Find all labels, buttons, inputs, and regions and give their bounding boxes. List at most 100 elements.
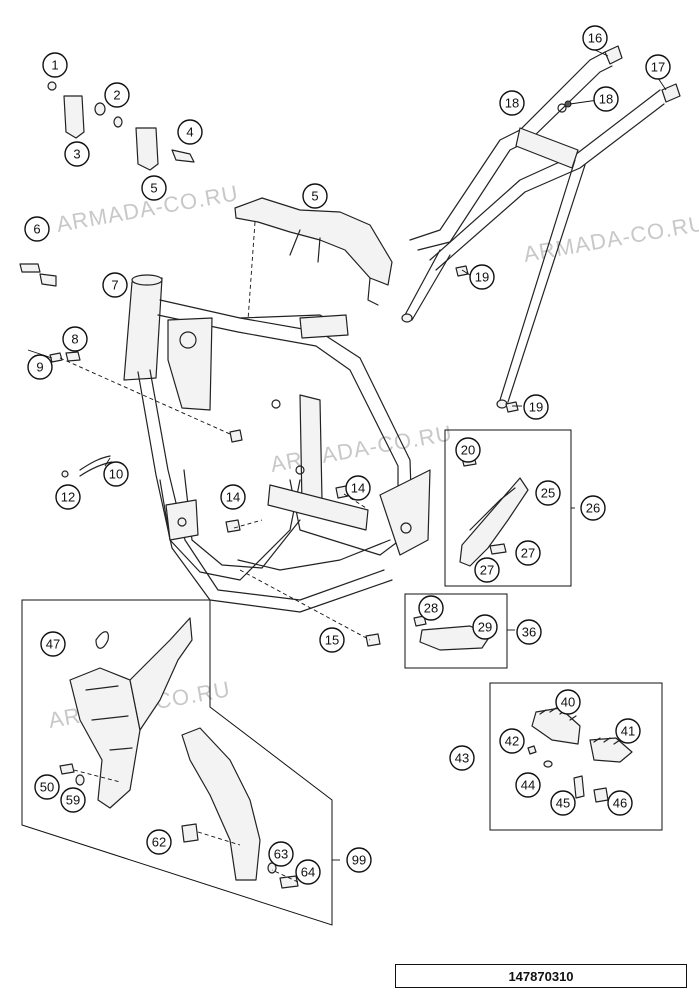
plug-4	[604, 45, 623, 65]
group-box-64	[404, 593, 508, 669]
svg-text:27: 27	[480, 563, 494, 578]
svg-text:9: 9	[36, 360, 43, 375]
svg-text:42: 42	[505, 734, 519, 749]
callout-6: 6	[24, 216, 50, 242]
callout-17: 47	[40, 631, 66, 657]
callout-10: 2	[104, 82, 130, 108]
svg-text:20: 20	[461, 443, 475, 458]
callout-29: 27	[474, 557, 500, 583]
svg-text:1: 1	[51, 58, 58, 73]
callout-2: 18	[499, 90, 525, 116]
callout-5: 5	[141, 175, 167, 201]
callout-27: 20	[455, 437, 481, 463]
callout-9: 8	[62, 326, 88, 352]
svg-text:17: 17	[651, 60, 665, 75]
callout-5: 3	[64, 141, 90, 167]
plug-3	[661, 83, 681, 103]
svg-text:47: 47	[46, 637, 60, 652]
callout-3: 17	[645, 54, 671, 80]
svg-text:27: 27	[521, 546, 535, 561]
svg-text:19: 19	[529, 400, 543, 415]
watermark: ARMADA-CO.RU	[522, 210, 699, 267]
callout-46: 12	[55, 484, 81, 510]
callout-50: 25	[535, 480, 561, 506]
svg-text:18: 18	[505, 96, 519, 111]
svg-text:36: 36	[522, 625, 536, 640]
svg-text:59: 59	[66, 793, 80, 808]
callout-42: 45	[550, 790, 576, 816]
callout-45: 43	[449, 745, 475, 771]
callout-36: 41	[615, 718, 641, 744]
svg-text:3: 3	[73, 147, 80, 162]
svg-text:26: 26	[586, 501, 600, 516]
svg-text:2: 2	[113, 88, 120, 103]
callout-14: 19	[469, 264, 495, 290]
drawing-number: 147870310	[395, 964, 687, 988]
svg-text:14: 14	[226, 490, 240, 505]
callout-28: 27	[515, 540, 541, 566]
svg-text:46: 46	[613, 796, 627, 811]
footrests	[527, 707, 633, 803]
callout-63: 99	[346, 847, 372, 873]
svg-text:45: 45	[556, 796, 570, 811]
callout-26: 14	[220, 484, 246, 510]
callout-16: 62	[146, 829, 172, 855]
svg-text:50: 50	[40, 780, 54, 795]
callout-44: 42	[499, 728, 525, 754]
callout-43: 44	[515, 772, 541, 798]
svg-text:4: 4	[186, 125, 193, 140]
group-box-45	[489, 682, 663, 831]
svg-text:10: 10	[109, 467, 123, 482]
callout-41: 46	[607, 790, 633, 816]
svg-text:5: 5	[311, 189, 318, 204]
svg-text:41: 41	[621, 724, 635, 739]
bracket-7	[234, 197, 393, 306]
callout-12: 15	[319, 627, 345, 653]
slider-59	[413, 615, 491, 651]
svg-text:14: 14	[351, 481, 365, 496]
frame-protectors	[59, 617, 299, 889]
svg-text:18: 18	[599, 92, 613, 107]
svg-text:16: 16	[588, 31, 602, 46]
svg-text:19: 19	[475, 270, 489, 285]
callout-47: 10	[103, 461, 129, 487]
callout-4: 16	[582, 25, 608, 51]
svg-text:99: 99	[352, 853, 366, 868]
callout-7: 5	[302, 183, 328, 209]
callout-25: 1	[42, 52, 68, 78]
svg-text:15: 15	[325, 633, 339, 648]
svg-text:40: 40	[561, 695, 575, 710]
group-boxes	[21, 429, 663, 926]
chain-guide-50	[459, 455, 529, 567]
svg-text:63: 63	[274, 847, 288, 862]
callout-27: 28	[418, 595, 444, 621]
svg-text:62: 62	[152, 835, 166, 850]
callout-19: 63	[268, 841, 294, 867]
callout-18: 64	[295, 859, 321, 885]
callout-20: 14	[345, 475, 371, 501]
svg-text:44: 44	[521, 778, 535, 793]
callout-18: 50	[34, 774, 60, 800]
callout-40: 40	[555, 689, 581, 715]
svg-text:6: 6	[33, 222, 40, 237]
callout-59: 29	[472, 614, 498, 640]
svg-text:29: 29	[478, 620, 492, 635]
svg-text:28: 28	[424, 601, 438, 616]
svg-text:25: 25	[541, 486, 555, 501]
callout-15: 4	[177, 119, 203, 145]
svg-text:7: 7	[111, 278, 118, 293]
callout-19: 59	[60, 787, 86, 813]
callout-8: 9	[27, 354, 53, 380]
subframe	[401, 51, 665, 409]
callout-99: 26	[580, 495, 606, 521]
leader-lines	[27, 49, 667, 883]
callout-62: 18	[593, 86, 619, 112]
svg-text:8: 8	[71, 332, 78, 347]
callout-64: 36	[516, 619, 542, 645]
svg-text:43: 43	[455, 751, 469, 766]
svg-text:12: 12	[61, 490, 75, 505]
hardware	[19, 81, 519, 647]
callout-14: 19	[523, 394, 549, 420]
group-box-99	[444, 429, 572, 587]
